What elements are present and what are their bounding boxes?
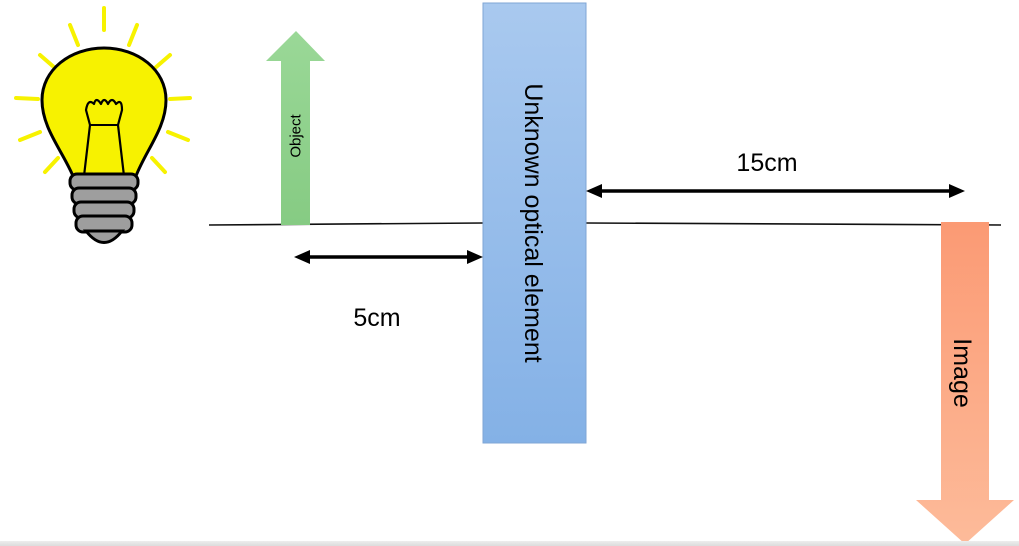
optical-element: Unknown optical element <box>482 2 587 444</box>
image-label: Image <box>948 338 976 407</box>
light-rays <box>14 6 192 174</box>
object-distance-marker <box>294 250 483 264</box>
bulb-glass <box>40 46 168 178</box>
optical-element-label: Unknown optical element <box>519 83 547 362</box>
bulb-filament <box>82 98 126 177</box>
principal-axis <box>208 222 1002 226</box>
object-label: Object <box>288 113 305 157</box>
image-distance-marker <box>586 184 965 198</box>
object-arrow: Object <box>266 31 325 225</box>
object-distance-label: 5cm <box>353 304 400 332</box>
light-bulb-icon <box>14 6 192 244</box>
bottom-border <box>0 541 1019 546</box>
image-distance-label: 15cm <box>736 149 797 177</box>
bulb-base <box>68 172 140 244</box>
image-arrow: Image <box>916 222 1014 544</box>
